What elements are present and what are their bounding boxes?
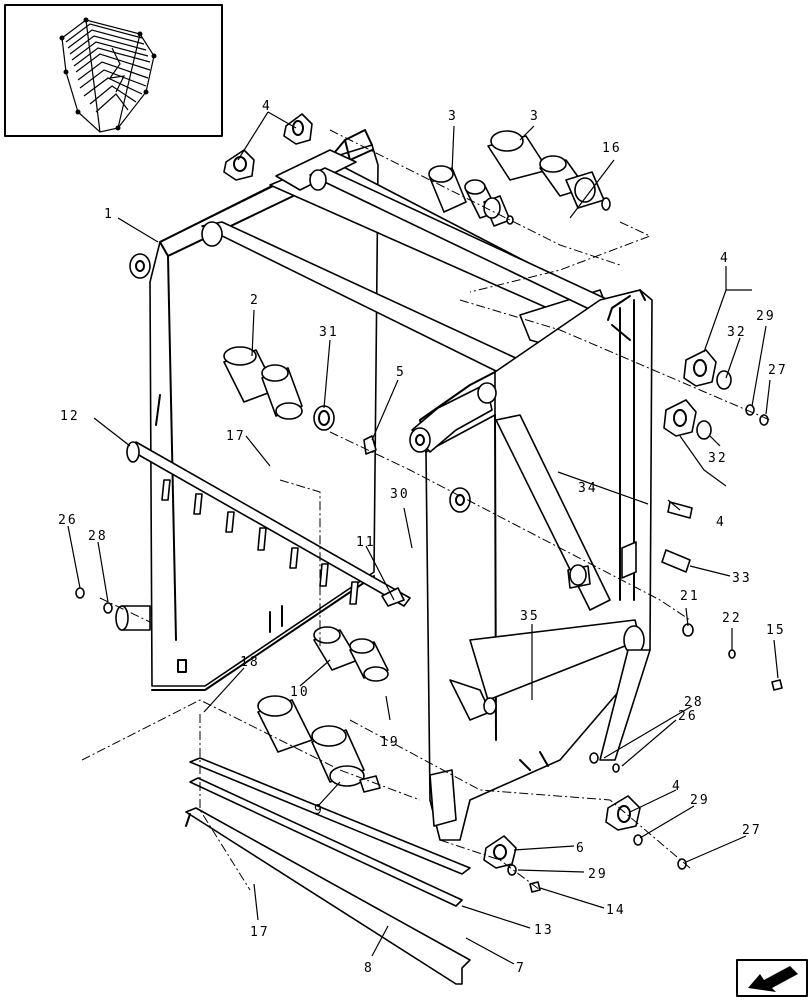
next-page-arrow-icon: [748, 966, 798, 992]
callout-34: 34: [578, 481, 598, 496]
callout-17-upper: 17: [226, 429, 246, 444]
callout-26-left: 26: [58, 513, 78, 528]
center-lines: [81, 129, 771, 891]
callout-29-lower: 29: [690, 793, 710, 808]
bearing-plates-top: [223, 113, 313, 181]
callout-1: 1: [104, 207, 114, 222]
callout-15: 15: [766, 623, 786, 638]
callout-4-top-left: 4: [262, 99, 272, 114]
callout-6: 6: [576, 841, 586, 856]
callout-29-upper: 29: [756, 309, 776, 324]
lower-rollers: [257, 626, 389, 793]
callout-28-right: 28: [684, 695, 704, 710]
callout-10: 10: [290, 685, 310, 700]
callout-27-upper: 27: [768, 363, 788, 378]
belt-guide-assembly: [126, 441, 411, 607]
rollers-3: [428, 130, 611, 227]
callout-5: 5: [396, 365, 406, 380]
callout-31: 31: [319, 325, 339, 340]
baler-overview-icon: [59, 17, 157, 133]
callout-35: 35: [520, 609, 540, 624]
callout-22: 22: [722, 611, 742, 626]
upper-roller: [201, 167, 631, 373]
callout-29-bottom: 29: [588, 867, 608, 882]
right-side-panel: [409, 289, 653, 841]
callout-17-lower: 17: [250, 925, 270, 940]
callout-4-bottom: 4: [672, 779, 682, 794]
callout-32-lower: 32: [708, 451, 728, 466]
callout-3-right: 3: [530, 109, 540, 124]
callout-14: 14: [606, 903, 626, 918]
callout-28-left: 28: [88, 529, 108, 544]
callout-30: 30: [390, 487, 410, 502]
callouts: 4 1 2 31 5 3 3 16 4 32 29 27 32 4 34 33 …: [58, 99, 788, 976]
thumbnail-view: [4, 4, 223, 137]
callout-26-right: 26: [678, 709, 698, 724]
callout-7: 7: [516, 961, 526, 976]
callout-4-mid-right: 4: [716, 515, 726, 530]
callout-3-left: 3: [448, 109, 458, 124]
center-rollers: [223, 346, 377, 455]
callout-33: 33: [732, 571, 752, 586]
leader-lines: [67, 111, 779, 965]
callout-11: 11: [356, 535, 376, 550]
next-page-button[interactable]: [736, 959, 808, 997]
callout-16: 16: [602, 141, 622, 156]
bottom-strips: [185, 757, 471, 985]
callout-13: 13: [534, 923, 554, 938]
callout-18: 18: [240, 655, 260, 670]
callout-27-lower: 27: [742, 823, 762, 838]
callout-8: 8: [364, 961, 374, 976]
callout-19: 19: [380, 735, 400, 750]
callout-9: 9: [314, 803, 324, 818]
callout-12: 12: [60, 409, 80, 424]
callout-4-upper-right: 4: [720, 251, 730, 266]
callout-2: 2: [250, 293, 260, 308]
callout-21: 21: [680, 589, 700, 604]
bottom-bearings: [75, 587, 687, 893]
callout-32-upper: 32: [727, 325, 747, 340]
